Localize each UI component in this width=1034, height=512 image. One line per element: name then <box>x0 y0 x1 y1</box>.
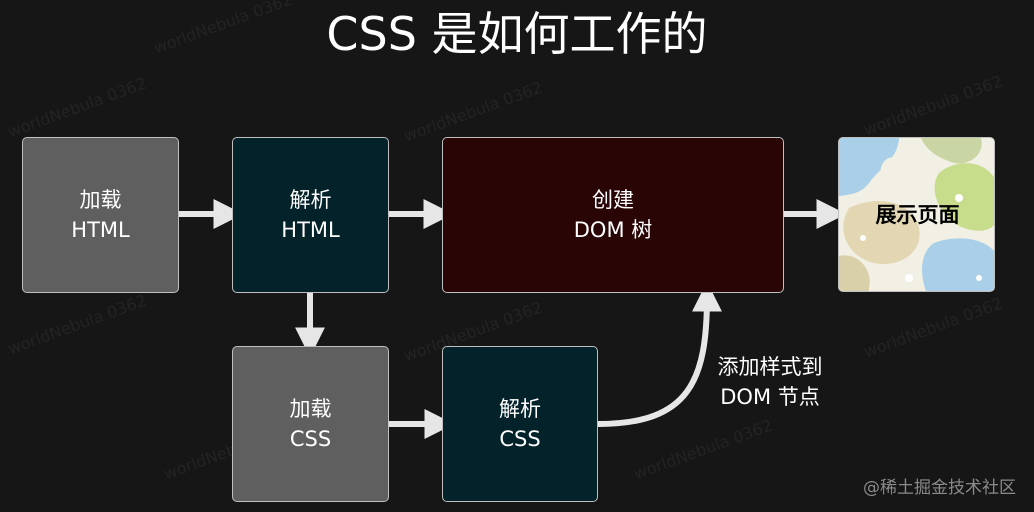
edge-label-line: 添加样式到 <box>717 355 823 379</box>
step-load-css: 加载 CSS <box>232 346 389 502</box>
edge-label-add-styles: 添加样式到 DOM 节点 <box>700 352 840 412</box>
page-title: CSS 是如何工作的 <box>326 7 708 61</box>
step-label: HTML <box>281 218 340 242</box>
step-display-page: 展示页面 <box>838 137 995 292</box>
step-parse-html: 解析 HTML <box>232 137 389 293</box>
edge-label-line: DOM 节点 <box>720 385 820 409</box>
step-label: CSS <box>289 427 332 451</box>
step-label: 加载 <box>79 188 122 212</box>
step-label: 创建 <box>592 188 634 212</box>
step-label: HTML <box>71 218 130 242</box>
step-label: DOM 树 <box>573 218 653 242</box>
step-label: 加载 <box>289 397 332 421</box>
source-credit: @稀土掘金技术社区 <box>863 478 1016 498</box>
step-label: 解析 <box>499 397 541 421</box>
arrow-parse-css-to-dom <box>597 281 722 427</box>
rendered-page-illustration <box>839 138 994 291</box>
step-label: 解析 <box>289 188 332 212</box>
step-create-dom: 创建 DOM 树 <box>442 137 784 293</box>
step-parse-css: 解析 CSS <box>442 346 598 502</box>
step-load-html: 加载 HTML <box>22 137 179 293</box>
step-label: CSS <box>499 427 541 451</box>
step-label: 展示页面 <box>875 203 960 227</box>
